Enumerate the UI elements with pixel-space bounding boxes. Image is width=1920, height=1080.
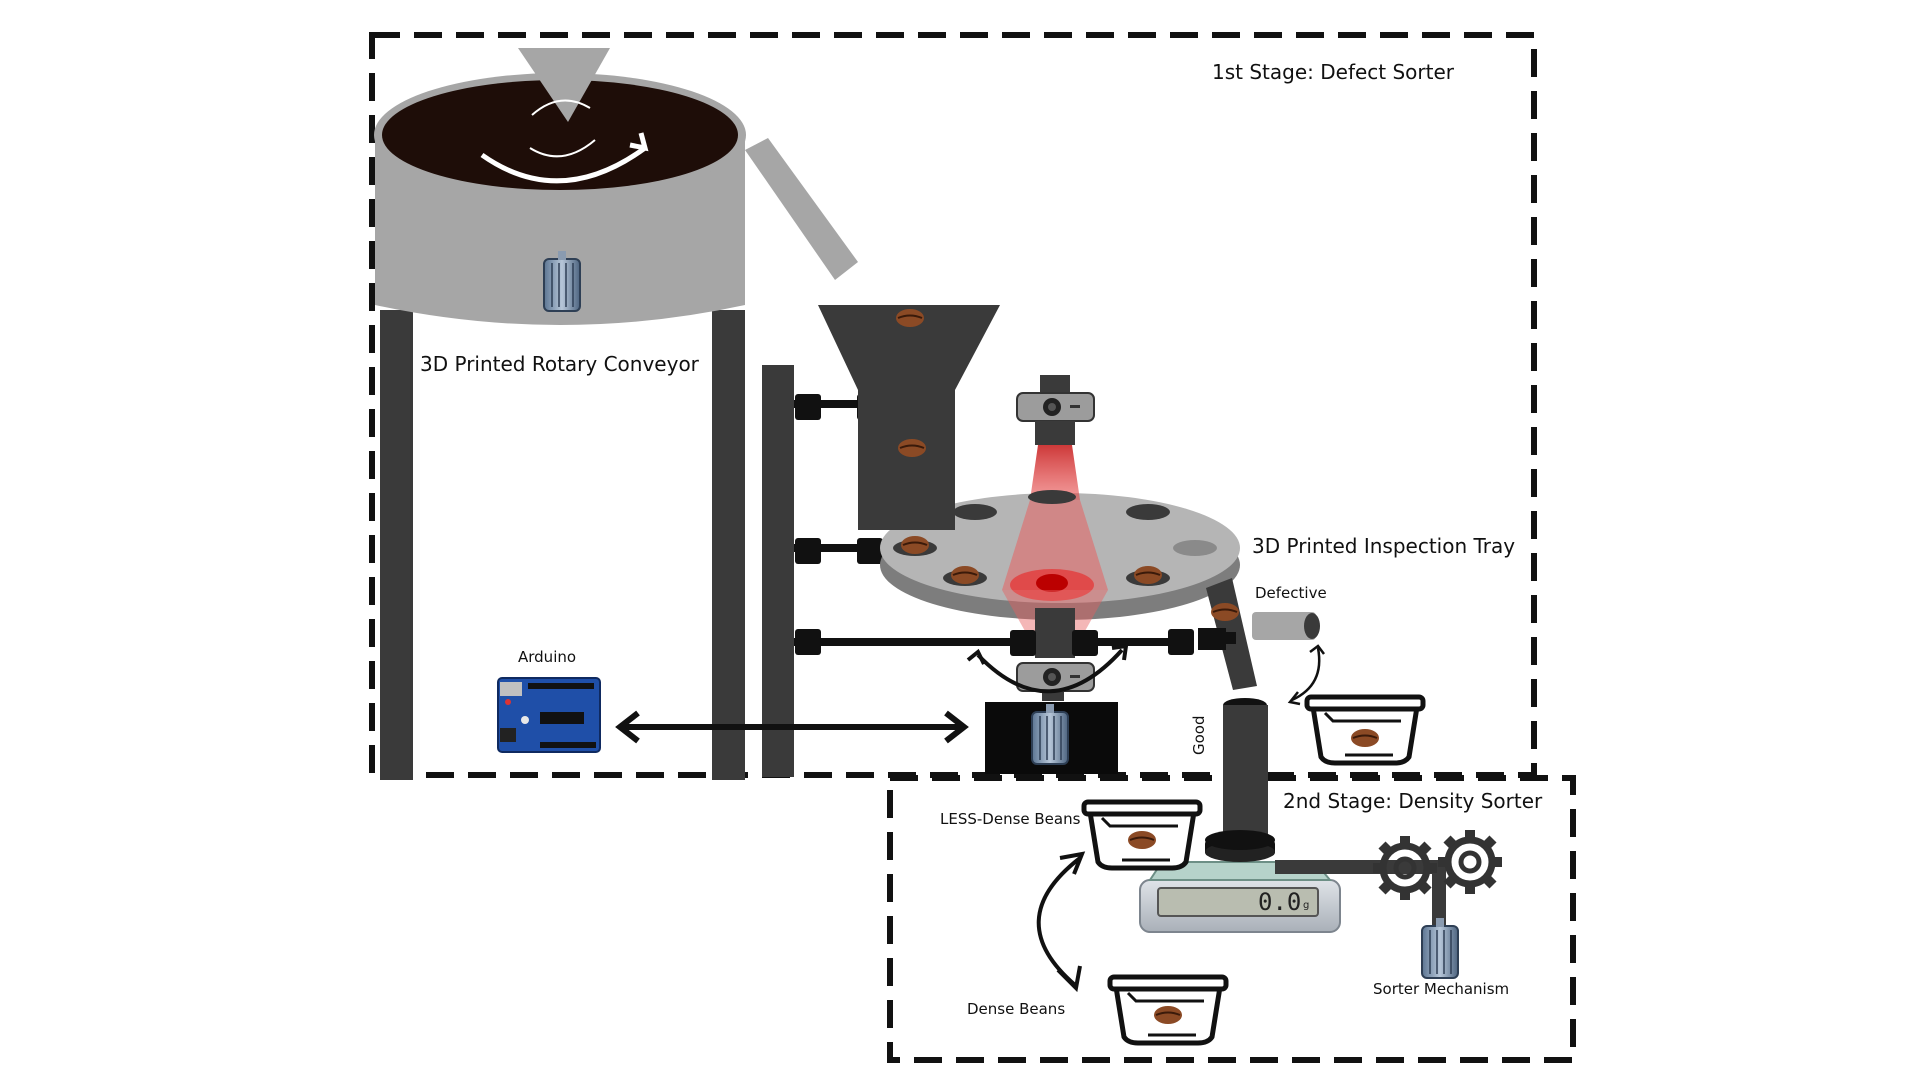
feed-funnel	[518, 48, 610, 122]
arduino-board	[497, 677, 601, 753]
tray-motor-icon	[1031, 703, 1069, 765]
sorter-arm	[1275, 830, 1502, 979]
inspection-tray-label: 3D Printed Inspection Tray	[1252, 534, 1516, 558]
stage1-title: 1st Stage: Defect Sorter	[1212, 60, 1455, 84]
conveyor-motor-icon	[543, 250, 581, 312]
rotary-conveyor-label: 3D Printed Rotary Conveyor	[420, 352, 699, 376]
weighing-scale	[1139, 830, 1341, 933]
stage2-border	[887, 775, 1576, 1063]
good-tube	[1223, 698, 1268, 845]
scale-reading: 0.0	[1258, 888, 1302, 916]
arduino-link-arrow	[615, 710, 969, 744]
sorter-mechanism-label: Sorter Mechanism	[1373, 980, 1510, 998]
sorter-motor-icon	[1421, 917, 1459, 979]
dense-label: Dense Beans	[967, 1000, 1066, 1018]
good-label: Good	[1190, 715, 1208, 756]
scale-unit: g	[1303, 900, 1310, 911]
feed-hopper	[818, 305, 1000, 530]
arduino-label: Arduino	[518, 648, 577, 666]
density-route-arrow	[1036, 851, 1086, 993]
rotary-conveyor	[374, 48, 858, 780]
less-dense-label: LESS-Dense Beans	[940, 810, 1081, 828]
laser-beam	[1030, 445, 1080, 500]
gear-small-icon	[1438, 830, 1502, 894]
top-camera	[1016, 375, 1095, 445]
bottom-camera	[966, 608, 1129, 701]
stage2-title: 2nd Stage: Density Sorter	[1283, 789, 1543, 813]
defect-chute	[1198, 578, 1325, 706]
defective-label: Defective	[1255, 584, 1327, 602]
